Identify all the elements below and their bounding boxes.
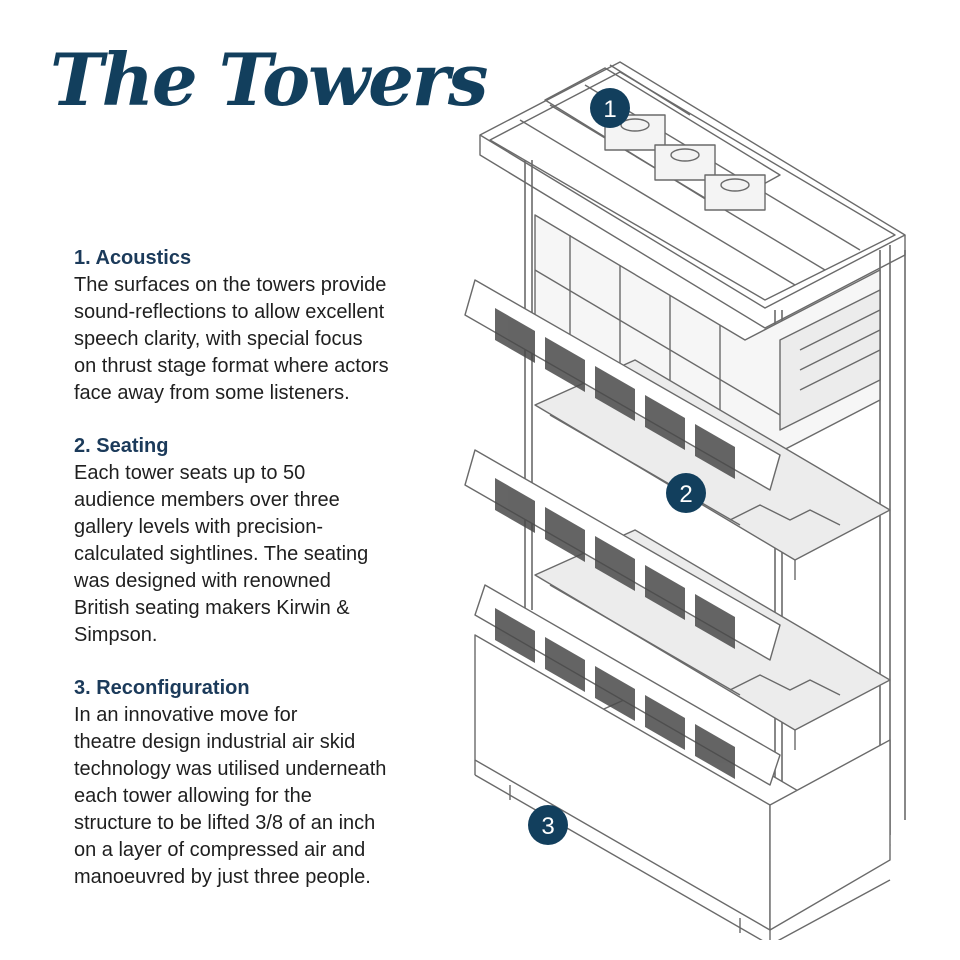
section-body-reconfiguration: In an innovative move for theatre design… [74,704,387,888]
section-heading-reconfiguration: 3. Reconfiguration [74,677,250,699]
marker-seating: 2 [666,473,706,513]
section-seating: 2. Seating Each tower seats up to 50 aud… [74,433,449,649]
section-acoustics: 1. Acoustics The surfaces on the towers … [74,245,449,407]
marker-reconfiguration: 3 [528,805,568,845]
tower-axonometric-drawing: 1 2 3 [464,61,906,940]
section-heading-acoustics: 1. Acoustics [74,247,192,269]
air-skid-base [474,634,891,940]
roof-frame [479,61,906,329]
description-column: 1. Acoustics The surfaces on the towers … [74,245,449,917]
section-reconfiguration: 3. Reconfiguration In an innovative move… [74,675,449,891]
svg-text:3: 3 [541,813,554,840]
svg-text:2: 2 [679,481,692,508]
seating-rails [464,279,781,786]
section-heading-seating: 2. Seating [74,435,169,457]
page-title: The Towers [50,37,488,122]
marker-acoustics: 1 [590,88,630,128]
section-body-acoustics: The surfaces on the towers provide sound… [74,274,389,404]
section-body-seating: Each tower seats up to 50 audience membe… [74,462,369,646]
svg-text:1: 1 [603,96,616,123]
